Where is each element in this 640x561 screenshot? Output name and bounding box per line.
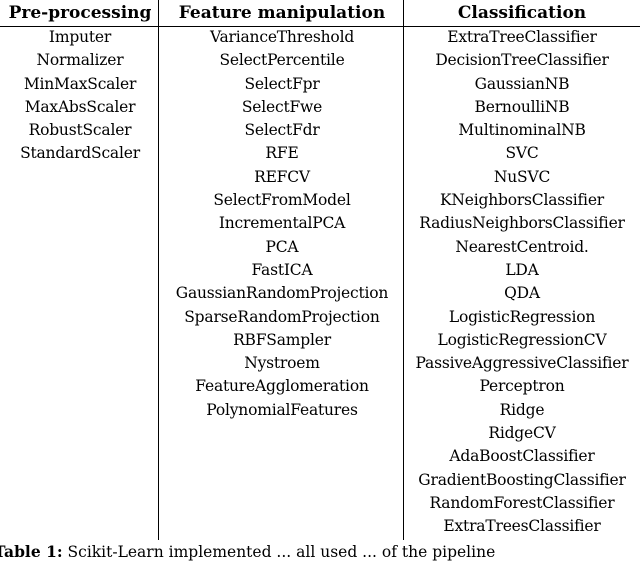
table-caption: Table 1: Scikit-Learn implemented ... al…: [0, 543, 640, 561]
caption-text: Scikit-Learn implemented ... all used ..…: [62, 543, 496, 561]
table-cell: GaussianNB: [474, 74, 570, 93]
table-cell: SparseRandomProjection: [184, 307, 380, 326]
table-cell: SelectFpr: [244, 74, 320, 93]
table-cell: Nystroem: [244, 354, 320, 373]
header-classification: Classification: [457, 3, 587, 23]
column-divider-1: [158, 0, 159, 540]
table-cell: FeatureAgglomeration: [195, 377, 369, 396]
table-cell: DecisionTreeClassifier: [435, 51, 609, 70]
table-cell: VarianceThreshold: [209, 28, 355, 46]
table-cell: RFE: [265, 144, 299, 163]
table-cell: IncrementalPCA: [218, 214, 346, 233]
table-cell: LogisticRegression: [448, 307, 596, 326]
table-cell: NearestCentroid.: [455, 237, 589, 256]
table-cell: RobustScaler: [28, 121, 132, 140]
table-cell: PolynomialFeatures: [206, 400, 358, 419]
table-cell: KNeighborsClassifier: [440, 191, 604, 210]
table-cell: BernoulliNB: [474, 97, 570, 116]
header-preprocessing: Pre-processing: [8, 3, 152, 23]
table-cell: RadiusNeighborsClassifier: [419, 214, 625, 233]
table-cell: LDA: [505, 260, 539, 279]
table-cell: GradientBoostingClassifier: [418, 470, 626, 489]
table-cell: SelectFwe: [241, 97, 323, 116]
table-cell: SelectPercentile: [219, 51, 345, 70]
table-cell: GaussianRandomProjection: [175, 284, 389, 303]
table-cell: Imputer: [48, 28, 112, 46]
table-cell: ExtraTreesClassifier: [443, 517, 601, 536]
table-cell: Perceptron: [479, 377, 565, 396]
column-divider-2: [403, 0, 404, 540]
table-cell: PassiveAggressiveClassifier: [415, 354, 629, 373]
table-cell: LogisticRegressionCV: [437, 330, 607, 349]
table-cell: StandardScaler: [20, 144, 140, 163]
caption-label: Table 1:: [0, 543, 63, 561]
table-cell: REFCV: [254, 167, 310, 186]
table-cell: MultinominalNB: [458, 121, 586, 140]
table-cell: MinMaxScaler: [23, 74, 137, 93]
table-cell: Ridge: [499, 400, 545, 419]
table-cell: AdaBoostClassifier: [449, 447, 595, 466]
table-cell: Normalizer: [36, 51, 124, 70]
table-cell: QDA: [504, 284, 540, 303]
table-cell: SVC: [505, 144, 539, 163]
table-cell: ExtraTreeClassifier: [447, 28, 597, 46]
table-cell: NuSVC: [493, 167, 551, 186]
table-cell: RBFSampler: [233, 330, 331, 349]
table-cell: SelectFromModel: [213, 191, 351, 210]
table-cell: RidgeCV: [488, 424, 556, 443]
table-cell: MaxAbsScaler: [24, 97, 136, 116]
table-cell: FastICA: [251, 260, 313, 279]
table-cell: PCA: [265, 237, 299, 256]
header-rule: [0, 26, 640, 27]
header-feature-manipulation: Feature manipulation: [178, 3, 386, 23]
table-cell: SelectFdr: [244, 121, 320, 140]
table-cell: RandomForestClassifier: [429, 493, 615, 512]
